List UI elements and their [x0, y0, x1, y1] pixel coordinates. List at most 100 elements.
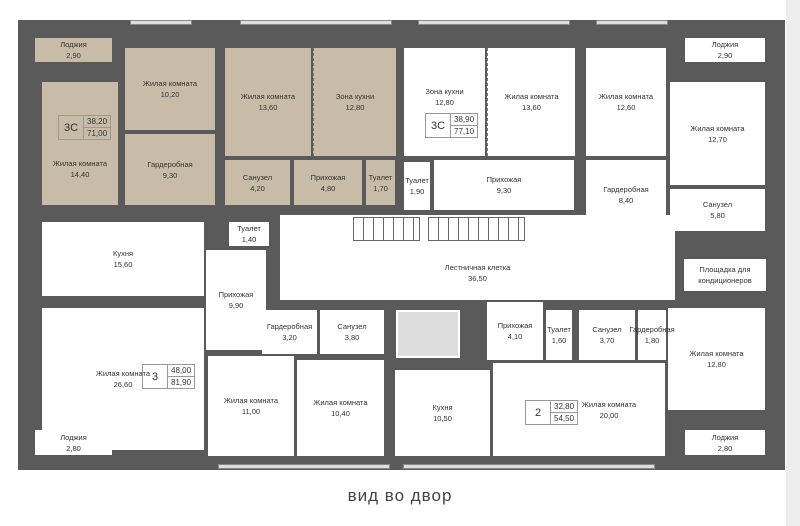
room-area: 9,30: [496, 186, 512, 195]
room-area: 3,70: [599, 336, 615, 345]
room-area: 1,70: [373, 183, 388, 193]
room-name: Прихожая: [310, 172, 346, 182]
window: [403, 464, 655, 469]
room-bathroom-5-80[interactable]: Санузел 5,80: [670, 189, 765, 231]
room-area: 11,00: [241, 407, 261, 416]
room-area: 4,10: [507, 332, 523, 341]
room-name: Жилая комната: [313, 398, 368, 407]
room-name: Жилая комната: [240, 92, 296, 101]
room-area: 2,90: [717, 51, 733, 60]
room-name: Туалет: [368, 172, 393, 182]
room-area: 3,80: [344, 333, 360, 342]
room-area: 5,80: [710, 211, 725, 220]
room-area: 36,50: [468, 273, 487, 283]
room-living-11-00[interactable]: Жилая комната 11,00: [208, 356, 294, 456]
room-name: Зона кухни: [335, 92, 375, 101]
room-name: Гардеробная: [603, 185, 649, 194]
room-area: 14,40: [70, 169, 90, 179]
room-area: 13,60: [258, 103, 278, 112]
room-area: 2,80: [66, 443, 81, 453]
room-hallway-4-10[interactable]: Прихожая 4,10: [487, 302, 543, 360]
stairs-left: [353, 217, 420, 241]
room-area: 3,20: [282, 333, 297, 342]
living-area: 32,80: [551, 401, 578, 413]
room-kitchen-15-60[interactable]: Кухня 15,60: [42, 222, 204, 296]
room-name: Гардеробная: [629, 325, 675, 334]
living-area: 38,90: [451, 114, 478, 126]
room-living-10-40[interactable]: Жилая комната 10,40: [297, 360, 384, 456]
room-living-10-20[interactable]: Жилая комната 10,20: [125, 48, 215, 130]
living-area: 48,00: [168, 365, 195, 377]
window: [596, 20, 668, 25]
room-name: Жилая комната: [690, 123, 745, 133]
room-name: Жилая комната: [95, 369, 151, 378]
room-living-26-60[interactable]: Жилая комната 26,60: [42, 308, 204, 450]
room-toilet-1-60[interactable]: Туалет 1,60: [546, 310, 572, 360]
room-name: Прихожая: [486, 175, 522, 184]
room-area: 26,60: [113, 380, 133, 389]
room-name: Гардеробная: [147, 159, 193, 169]
room-area: 1,40: [241, 235, 257, 244]
room-area: 9,30: [162, 170, 178, 180]
window: [218, 464, 390, 469]
room-area: 12,60: [616, 103, 636, 112]
elevator: [396, 310, 460, 358]
room-name: Жилая комната: [223, 396, 279, 405]
apartment-type: 3: [143, 365, 168, 388]
room-name: Санузел: [337, 322, 367, 331]
ac-platform[interactable]: Площадка для кондиционеров: [683, 258, 767, 292]
room-area: 12,70: [708, 134, 727, 144]
room-name: Кухня: [112, 249, 134, 258]
room-area: 1,60: [551, 336, 567, 345]
room-area: 10,20: [160, 90, 180, 99]
room-area: 20,00: [599, 410, 619, 420]
room-bathroom-3-80[interactable]: Санузел 3,80: [320, 310, 384, 354]
apartment-type: 2: [526, 401, 551, 424]
room-hallway-9-30[interactable]: Прихожая 9,30: [434, 160, 574, 210]
room-name: Зона кухни: [425, 87, 464, 96]
room-name: Жилая комната: [142, 79, 198, 88]
apartment-type: 3С: [59, 116, 84, 139]
room-area: 15,60: [113, 260, 133, 269]
room-name: Жилая комната: [689, 349, 744, 358]
room-living-13-60[interactable]: Жилая комната 13,60: [225, 48, 311, 156]
room-area: 4,80: [320, 183, 336, 193]
room-name: Прихожая: [497, 321, 533, 330]
stairs-right: [428, 217, 525, 241]
room-name: Санузел: [702, 200, 733, 209]
window: [240, 20, 392, 25]
room-name: Туалет: [547, 325, 571, 334]
apartment-type: 3С: [426, 114, 451, 137]
room-area: 2,80: [717, 443, 733, 453]
room-area: 10,40: [331, 409, 350, 418]
room-name: Прихожая: [218, 290, 254, 299]
total-area: 54,50: [554, 414, 575, 423]
view-caption: вид во двор: [347, 486, 453, 505]
